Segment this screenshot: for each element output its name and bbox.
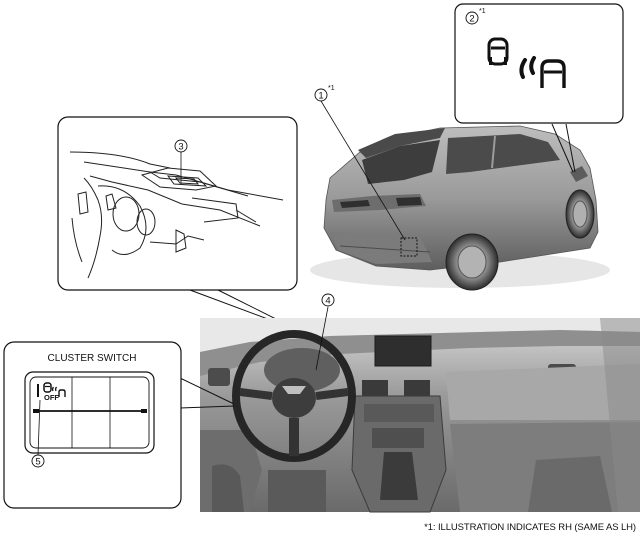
bsm-off-switch-icon [37, 382, 66, 397]
callout-3: 3 [174, 139, 188, 153]
own-car-icon [487, 37, 509, 66]
leader-1 [320, 100, 406, 241]
callout-4: 4 [321, 293, 335, 307]
svg-text:3: 3 [178, 142, 183, 153]
svg-text:4: 4 [325, 296, 330, 307]
vehicle-rear-view [310, 125, 610, 291]
callout-5: 5 [31, 454, 45, 468]
dashboard-interior [200, 318, 640, 513]
callout-2-superscript: *1 [479, 8, 486, 15]
dash-detail-inset [57, 116, 301, 332]
approaching-car-icon [540, 59, 566, 88]
callout-2: 2 *1 [465, 8, 486, 25]
svg-text:1: 1 [318, 91, 323, 102]
svg-text:2: 2 [469, 14, 474, 25]
svg-text:5: 5 [35, 457, 40, 468]
callout-1-superscript: *1 [328, 85, 335, 92]
cluster-switch-title: CLUSTER SWITCH [48, 353, 137, 364]
switch-off-text: OFF [44, 393, 59, 402]
callout-1: 1 *1 [314, 85, 335, 102]
footnote: *1: ILLUSTRATION INDICATES RH (SAME AS L… [424, 522, 636, 533]
indicator-callout [454, 3, 624, 173]
leader-4 [315, 306, 329, 371]
radar-wave-icon [519, 56, 536, 79]
cluster-switch-inset: OFF [3, 341, 235, 509]
